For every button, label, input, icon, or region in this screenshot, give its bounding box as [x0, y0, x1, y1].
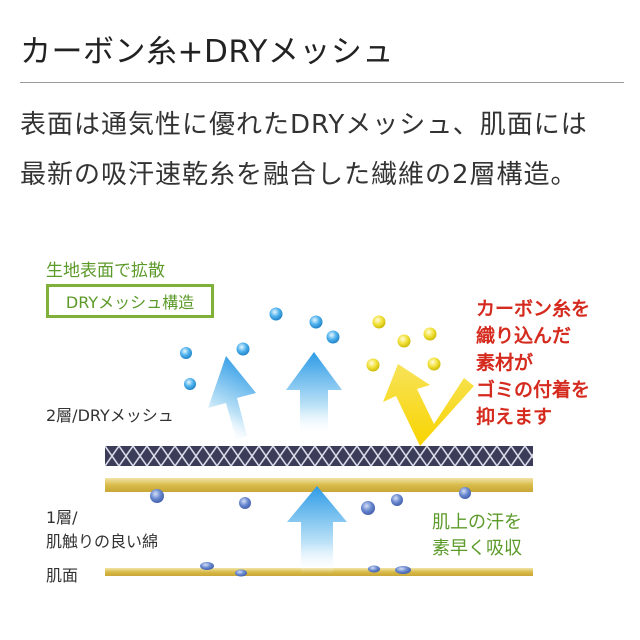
diffuse-label: 生地表面で拡散 [46, 261, 165, 281]
carbon-note: カーボン糸を 織り込んだ 素材が ゴミの付着を 抑えます [476, 296, 590, 431]
title-divider [20, 82, 624, 83]
droplet [236, 342, 250, 356]
mesh-structure-box: DRYメッシュ構造 [46, 284, 214, 318]
droplet [391, 494, 403, 506]
droplet [309, 315, 323, 329]
mesh-structure-label: DRYメッシュ構造 [65, 293, 195, 312]
description-line-2: 最新の吸汗速乾糸を融合した繊維の2層構造。 [20, 160, 578, 190]
arrow-up-icon [286, 352, 342, 436]
droplets-evaporating [180, 307, 340, 390]
droplet [368, 565, 380, 573]
arrow-up-icon [287, 486, 347, 574]
droplet [150, 489, 164, 503]
dust [397, 334, 411, 348]
layer1-label-line: 1層/ [46, 508, 78, 527]
dust [372, 315, 386, 329]
dust [423, 327, 437, 341]
droplet [180, 347, 192, 359]
skin-label: 肌面 [46, 566, 79, 585]
sweat-note-line: 肌上の汗を [432, 512, 522, 533]
carbon-note-line: カーボン糸を [476, 298, 591, 320]
checkmark-arrow-icon [383, 364, 474, 446]
sweat-note: 肌上の汗を 素早く吸収 [432, 510, 522, 562]
droplet [184, 378, 196, 390]
cotton-layer [105, 478, 533, 492]
dust [366, 358, 380, 372]
droplet [239, 497, 251, 509]
droplet [459, 487, 471, 499]
arrow-up-left-icon [208, 356, 256, 439]
dust [427, 357, 441, 371]
droplet [235, 569, 247, 577]
droplet [395, 566, 411, 574]
droplet [269, 307, 283, 321]
page-title: カーボン糸+DRYメッシュ [20, 34, 394, 70]
sweat-note-line: 素早く吸収 [432, 538, 522, 559]
mesh-layer [105, 446, 533, 466]
droplet [361, 501, 375, 515]
carbon-note-line: 織り込んだ [476, 325, 572, 347]
dust-particles [366, 315, 441, 372]
description-line-1: 表面は通気性に優れたDRYメッシュ、肌面には [20, 110, 588, 140]
layer1-label: 1層/ 肌触りの良い綿 [46, 506, 158, 554]
carbon-note-line: 素材が [476, 352, 534, 374]
layer1-label-line: 肌触りの良い綿 [46, 532, 159, 551]
droplet [326, 330, 340, 344]
layer2-label: 2層/DRYメッシュ [46, 406, 174, 425]
carbon-note-line: 抑えます [476, 406, 553, 428]
carbon-note-line: ゴミの付着を [476, 379, 591, 401]
sweat-droplets [150, 487, 471, 577]
droplet [200, 562, 214, 570]
